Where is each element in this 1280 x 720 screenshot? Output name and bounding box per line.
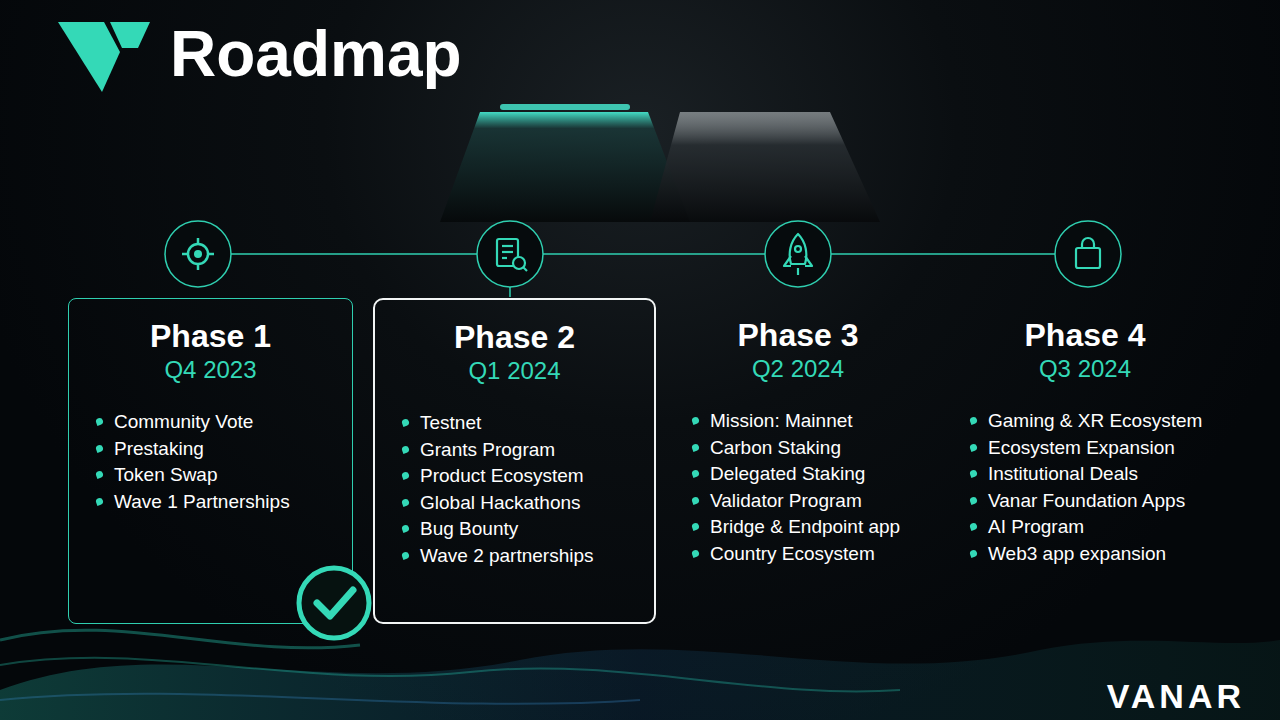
timeline-circle bbox=[765, 221, 831, 287]
phase-date: Q4 2023 bbox=[69, 355, 352, 385]
milestone-item: Testnet bbox=[400, 410, 654, 437]
bag-icon bbox=[1076, 238, 1100, 268]
timeline-circle bbox=[1055, 221, 1121, 287]
milestone-item: Bug Bounty bbox=[400, 516, 654, 543]
timeline-line bbox=[231, 253, 477, 255]
timeline-line bbox=[831, 253, 1055, 255]
brand-logo: VANAR bbox=[1107, 676, 1245, 716]
page-title: Roadmap bbox=[170, 16, 462, 92]
milestone-item: Product Ecosystem bbox=[400, 463, 654, 490]
timeline-circle bbox=[165, 221, 231, 287]
milestone-item: Wave 1 Partnerships bbox=[94, 489, 352, 516]
milestone-item: Prestaking bbox=[94, 436, 352, 463]
milestone-item: Validator Program bbox=[690, 488, 916, 515]
logo-mark bbox=[110, 22, 150, 48]
glow-block bbox=[440, 112, 690, 222]
milestone-item: Web3 app expansion bbox=[968, 541, 1215, 568]
logo-mark bbox=[58, 22, 120, 92]
phase-date: Q3 2024 bbox=[955, 354, 1215, 384]
milestone-item: Ecosystem Expansion bbox=[968, 435, 1215, 462]
document-icon bbox=[497, 239, 527, 271]
milestone-item: Token Swap bbox=[94, 462, 352, 489]
milestone-item: Bridge & Endpoint app bbox=[690, 514, 916, 541]
phase-heading: Phase 1 bbox=[69, 317, 352, 355]
wave-line bbox=[0, 658, 900, 692]
milestone-item: Gaming & XR Ecosystem bbox=[968, 408, 1215, 435]
check-circle bbox=[299, 568, 369, 638]
check-mark bbox=[317, 590, 353, 616]
phase-heading: Phase 2 bbox=[375, 318, 654, 356]
phase-column: Phase 4Q3 2024Gaming & XR EcosystemEcosy… bbox=[955, 298, 1215, 587]
milestone-item: Carbon Staking bbox=[690, 435, 916, 462]
milestone-item: Delegated Staking bbox=[690, 461, 916, 488]
timeline-tick bbox=[509, 287, 511, 297]
phase-box: Phase 1Q4 2023Community VotePrestakingTo… bbox=[68, 298, 353, 624]
phase-box: Phase 2Q1 2024TestnetGrants ProgramProdu… bbox=[373, 298, 656, 624]
grey-block bbox=[650, 112, 880, 222]
milestone-item: Vanar Foundation Apps bbox=[968, 488, 1215, 515]
milestone-item: Country Ecosystem bbox=[690, 541, 916, 568]
target-dot bbox=[194, 250, 202, 258]
milestone-item: Community Vote bbox=[94, 409, 352, 436]
phase-heading: Phase 4 bbox=[955, 316, 1215, 354]
target-icon bbox=[182, 238, 214, 270]
bottom-wave bbox=[0, 640, 1280, 720]
phase-heading: Phase 3 bbox=[680, 316, 916, 354]
wave-line bbox=[0, 694, 640, 704]
phase-date: Q1 2024 bbox=[375, 356, 654, 386]
milestone-item: Institutional Deals bbox=[968, 461, 1215, 488]
phase-date: Q2 2024 bbox=[680, 354, 916, 384]
milestone-item: Mission: Mainnet bbox=[690, 408, 916, 435]
milestone-item: Grants Program bbox=[400, 437, 654, 464]
wave-line bbox=[0, 630, 360, 648]
phase-column: Phase 3Q2 2024Mission: MainnetCarbon Sta… bbox=[680, 298, 916, 587]
timeline-line bbox=[543, 253, 765, 255]
milestone-item: Wave 2 partnerships bbox=[400, 543, 654, 570]
glow-line bbox=[500, 104, 630, 110]
timeline-circle bbox=[477, 221, 543, 287]
milestone-item: AI Program bbox=[968, 514, 1215, 541]
milestone-item: Global Hackathons bbox=[400, 490, 654, 517]
rocket-icon bbox=[784, 234, 812, 275]
